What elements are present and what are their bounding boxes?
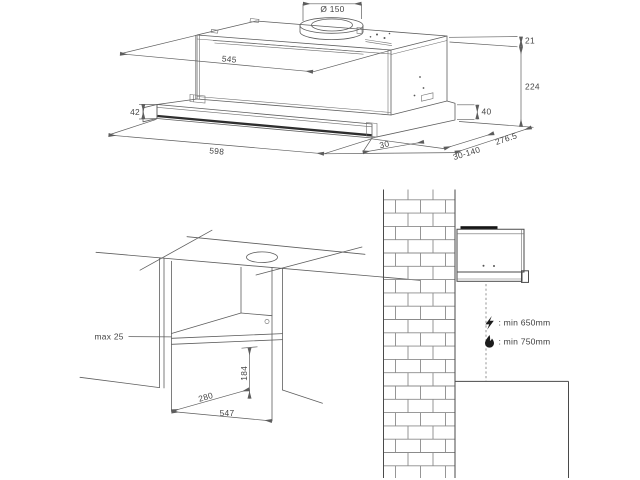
niche-walls [79, 257, 323, 422]
shelf-hole [264, 319, 270, 324]
clearance-electric: : min 650mm [485, 316, 550, 330]
dim-front-clearance-label: 30 [378, 138, 390, 150]
dim-overall-width: 598 [108, 118, 372, 157]
dim-body-top-width: 545 [119, 34, 391, 74]
dim-opening-width-label: 547 [220, 408, 235, 418]
telescopic-visor [142, 98, 456, 139]
lightning-bolt-icon [485, 316, 494, 330]
hood-isometric-drawing: Ø 150 545 21 224 42 40 [108, 1, 540, 162]
dim-body-top-width-label: 545 [221, 53, 237, 64]
hob-outline [455, 380, 569, 478]
hood-side-view [456, 226, 529, 283]
duct-collar [299, 17, 364, 40]
dim-overall-depth: 276.5 [323, 125, 533, 155]
brick-wall [383, 189, 455, 478]
visor-side [456, 271, 523, 282]
dim-overall-depth-label: 276.5 [494, 130, 519, 147]
cabinet-niche-drawing: max 25 184 280 547 [79, 229, 421, 423]
dim-visor-front-height: 42 [130, 103, 157, 120]
dim-opening-depth: 280 [170, 387, 251, 414]
dim-shelf-max-thickness-label: max 25 [95, 331, 124, 341]
duct-hole [246, 251, 278, 263]
dim-visor-front-height-label: 42 [130, 107, 140, 117]
gas-clearance-label: : min 750mm [499, 337, 551, 347]
dim-opening-depth-label: 280 [197, 390, 214, 404]
dim-telescopic-extension-label: 30-140 [452, 144, 482, 162]
dim-duct-diameter: Ø 150 [302, 1, 362, 21]
dim-front-clearance: 30 [362, 138, 425, 155]
mounting-rail [460, 226, 498, 230]
niche-shelf [171, 312, 283, 345]
dim-visor-rear-height-label: 40 [482, 106, 492, 116]
wall-mount-drawing: : min 650mm : min 750mm [383, 189, 569, 478]
dim-opening-width: 547 [171, 408, 273, 423]
dim-shelf-max-thickness: max 25 [95, 331, 172, 341]
dim-body-height: 224 [458, 46, 540, 128]
dim-top-frame-height: 21 [448, 36, 535, 48]
dim-top-frame-height-label: 21 [525, 36, 535, 46]
dim-duct-diameter-label: Ø 150 [320, 4, 344, 14]
dim-visor-rear-height: 40 [457, 104, 492, 120]
flame-icon [485, 335, 494, 348]
niche-top-panel [95, 229, 421, 281]
clearance-gas: : min 750mm [485, 335, 550, 348]
dim-opening-height: 184 [239, 346, 258, 399]
dim-overall-width-label: 598 [209, 145, 225, 156]
dim-body-height-label: 224 [525, 82, 540, 92]
dim-opening-height-label: 184 [239, 366, 249, 381]
visor-end-cap [521, 270, 529, 283]
electric-clearance-label: : min 650mm [499, 317, 551, 327]
